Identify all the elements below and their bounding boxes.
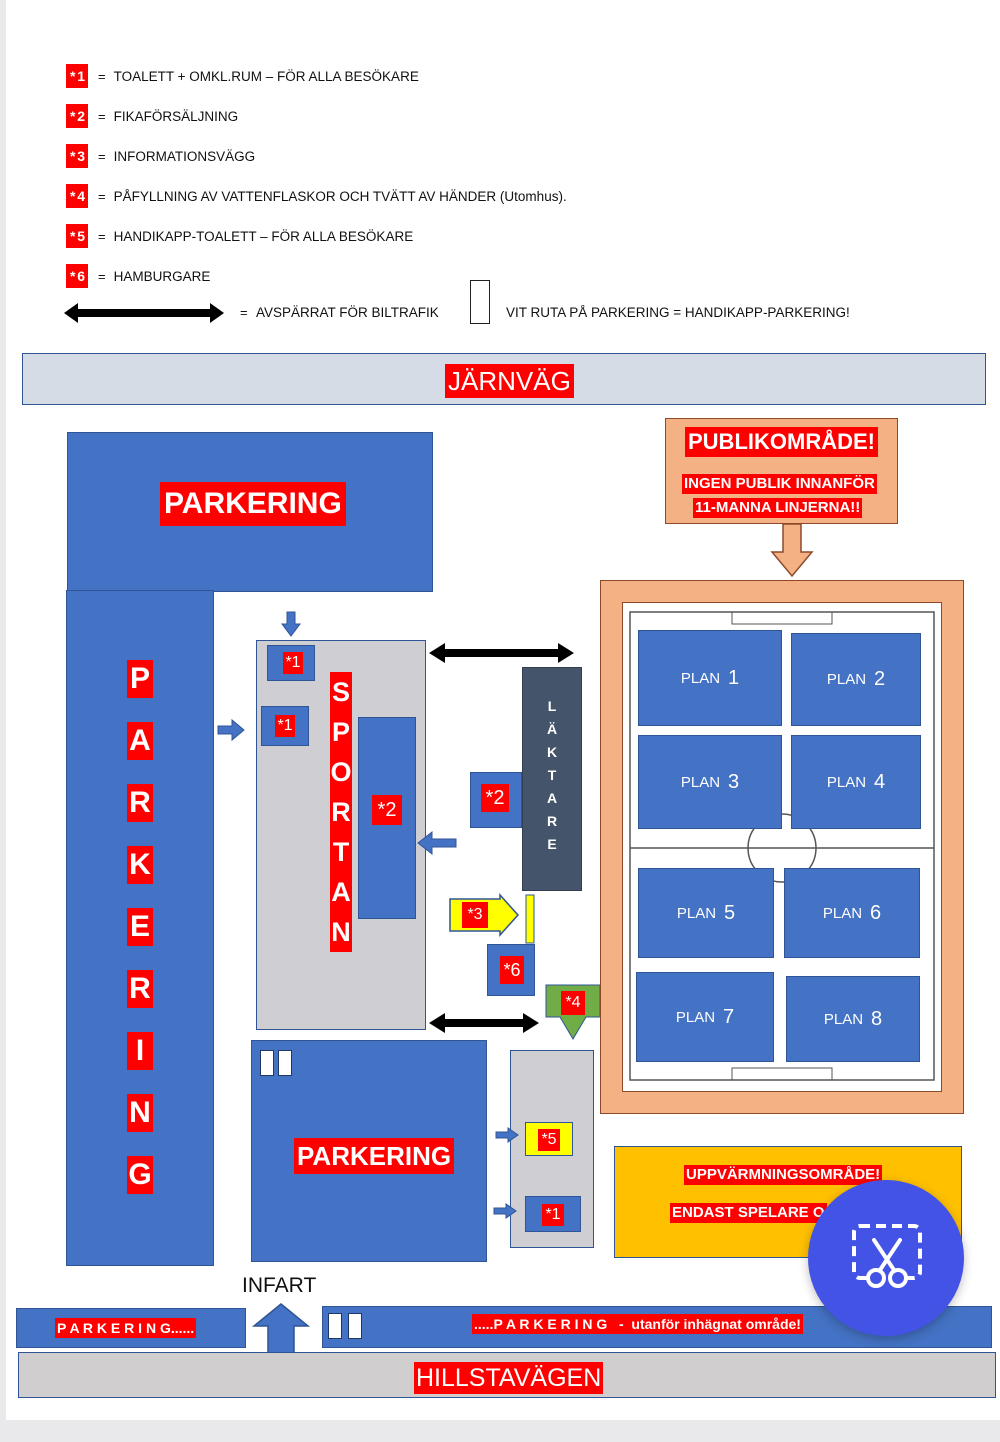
laktare-letter: T bbox=[547, 767, 557, 783]
handicap-spot bbox=[260, 1050, 274, 1076]
sportan-letter: O bbox=[330, 757, 352, 787]
legend-text: HAMBURGARE bbox=[113, 268, 211, 284]
warmup-line1: UPPVÄRMNINGSOMRÅDE! bbox=[684, 1165, 883, 1185]
handicap-spot bbox=[348, 1313, 362, 1339]
legend-code: * 3 bbox=[66, 144, 88, 168]
legend-item-4: * 4 = PÅFYLLNING AV VATTENFLASKOR OCH TV… bbox=[66, 184, 567, 208]
sportan-letter: A bbox=[331, 877, 351, 907]
map-sheet: * 1 = TOALETT + OMKL.RUM – FÖR ALLA BESÖ… bbox=[6, 0, 1000, 1420]
laktare-letter: A bbox=[546, 790, 558, 806]
sportan-letter: N bbox=[331, 917, 351, 947]
closed-road-arrow-top bbox=[429, 643, 574, 663]
arrow-down-icon bbox=[770, 523, 814, 578]
sportan-letter: S bbox=[331, 677, 350, 707]
marker-cafe-inside: *2 bbox=[372, 795, 402, 825]
road-label: HILLSTAVÄGEN bbox=[414, 1362, 604, 1394]
sportan-letter: P bbox=[331, 717, 350, 747]
public-title: PUBLIKOMRÅDE! bbox=[685, 427, 878, 457]
legend-text: INFORMATIONSVÄGG bbox=[113, 148, 256, 164]
laktare-letter: L bbox=[547, 698, 557, 714]
legend-code: * 2 bbox=[66, 104, 88, 128]
handicap-box-icon bbox=[470, 280, 490, 324]
legend-hc-text: VIT RUTA PÅ PARKERING = HANDIKAPP-PARKER… bbox=[506, 305, 850, 320]
parking-left-letter: G bbox=[127, 1156, 153, 1194]
marker-cafe-outside: *2 bbox=[481, 784, 509, 812]
arrow-right-icon bbox=[217, 718, 245, 742]
arrow-left-icon bbox=[417, 830, 457, 856]
laktare-letter: K bbox=[546, 744, 558, 760]
marker-toilet-b: *1 bbox=[275, 715, 295, 737]
sportan-letter: T bbox=[332, 837, 350, 867]
parking-left-letter: E bbox=[127, 908, 153, 946]
arrow-right-icon bbox=[493, 1203, 517, 1219]
legend-item-2: * 2 = FIKAFÖRSÄLJNING bbox=[66, 104, 238, 128]
parking-left-letter: I bbox=[127, 1032, 153, 1070]
entrance-arrow-icon bbox=[251, 1303, 311, 1355]
marker-burger: *6 bbox=[500, 956, 524, 984]
public-line1: INGEN PUBLIK INNANFÖR bbox=[682, 474, 877, 494]
legend-text: TOALETT + OMKL.RUM – FÖR ALLA BESÖKARE bbox=[113, 68, 419, 84]
parking-top-label: PARKERING bbox=[160, 482, 346, 526]
marker-info: *3 bbox=[462, 902, 488, 928]
crop-fab-button[interactable] bbox=[808, 1180, 964, 1336]
parking-left-letter: P bbox=[127, 660, 153, 698]
toilet-c bbox=[525, 1196, 581, 1232]
arrow-right-icon bbox=[495, 1127, 519, 1143]
parking-left-letter: N bbox=[127, 1094, 153, 1132]
legend-text: PÅFYLLNING AV VATTENFLASKOR OCH TVÄTT AV… bbox=[113, 188, 567, 204]
parking-left-letter: A bbox=[127, 722, 153, 760]
legend-arrow-text: AVSPÄRRAT FÖR BILTRAFIK bbox=[256, 305, 439, 320]
arrow-down-icon bbox=[281, 611, 301, 637]
legend-text: FIKAFÖRSÄLJNING bbox=[113, 108, 239, 124]
stand-laktare bbox=[522, 667, 582, 891]
legend-code: * 6 bbox=[66, 264, 88, 288]
parking-left-letter: K bbox=[127, 846, 153, 884]
double-arrow-icon bbox=[64, 303, 224, 323]
legend-item-5: * 5 = HANDIKAPP-TOALETT – FÖR ALLA BESÖK… bbox=[66, 224, 413, 248]
laktare-letter: Ä bbox=[546, 721, 558, 737]
marker-toilet-c: *1 bbox=[542, 1204, 564, 1226]
pitch-lines bbox=[629, 611, 935, 1081]
scissors-crop-icon bbox=[852, 1224, 922, 1288]
handicap-spot bbox=[328, 1313, 342, 1339]
marker-toilet-a: *1 bbox=[283, 652, 303, 674]
parking-strip-right-label: .....P A R K E R I N G - utanför inhägna… bbox=[472, 1314, 803, 1334]
laktare-letter: E bbox=[547, 836, 557, 852]
parking-left-letter: R bbox=[127, 784, 153, 822]
legend-item-6: * 6 = HAMBURGARE bbox=[66, 264, 210, 288]
railway-label: JÄRNVÄG bbox=[445, 364, 574, 398]
entrance-label: INFART bbox=[242, 1274, 317, 1297]
handicap-spot bbox=[278, 1050, 292, 1076]
closed-road-arrow-bottom bbox=[429, 1013, 539, 1033]
parking-strip-left-label: P A R K E R I N G...... bbox=[55, 1318, 197, 1338]
sportan-letter: R bbox=[331, 797, 351, 827]
legend-code: * 4 bbox=[66, 184, 88, 208]
laktare-letter: R bbox=[546, 813, 558, 829]
legend-code: * 1 bbox=[66, 64, 88, 88]
legend-code: * 5 bbox=[66, 224, 88, 248]
marker-hc-toilet: *5 bbox=[538, 1129, 560, 1151]
public-line2: 11-MANNA LINJERNA!! bbox=[693, 498, 863, 518]
legend-item-3: * 3 = INFORMATIONSVÄGG bbox=[66, 144, 255, 168]
legend-text: HANDIKAPP-TOALETT – FÖR ALLA BESÖKARE bbox=[113, 228, 414, 244]
parking-bottom-label: PARKERING bbox=[294, 1138, 455, 1174]
warmup-line2: ENDAST SPELARE O bbox=[670, 1203, 827, 1223]
legend-item-1: * 1 = TOALETT + OMKL.RUM – FÖR ALLA BESÖ… bbox=[66, 64, 419, 88]
parking-left-letter: R bbox=[127, 970, 153, 1008]
marker-water: *4 bbox=[561, 991, 585, 1015]
